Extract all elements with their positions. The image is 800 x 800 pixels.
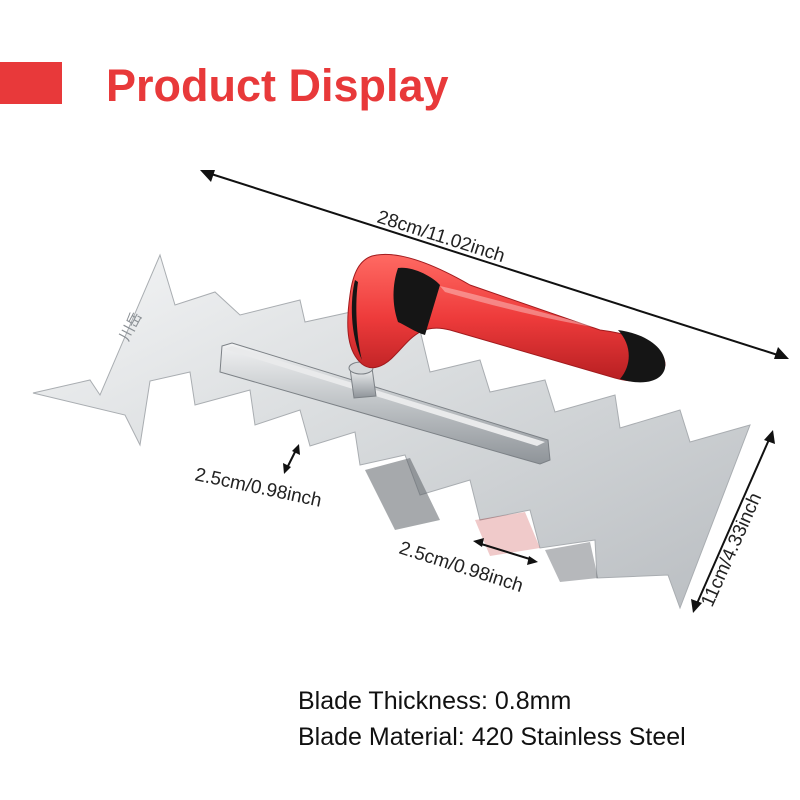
- length-dimension-arrow: [200, 170, 789, 359]
- blade-thickness-spec: Blade Thickness: 0.8mm: [298, 687, 572, 715]
- title-accent-bar: [0, 62, 62, 104]
- spec-list: Blade Thickness: 0.8mm Blade Material: 4…: [298, 683, 686, 755]
- blade-material-spec: Blade Material: 420 Stainless Steel: [298, 723, 686, 751]
- trowel-blade: [32, 253, 751, 610]
- page-title: Product Display: [106, 60, 449, 111]
- tooth-depth-label: 2.5cm/0.98inch: [193, 464, 323, 511]
- tooth-spacing-arrow: [473, 538, 538, 565]
- tooth-depth-arrow: [283, 444, 300, 474]
- handle-grip-band: [393, 267, 440, 335]
- handle-end-cap: [618, 330, 666, 383]
- width-dimension-arrow: [691, 430, 775, 613]
